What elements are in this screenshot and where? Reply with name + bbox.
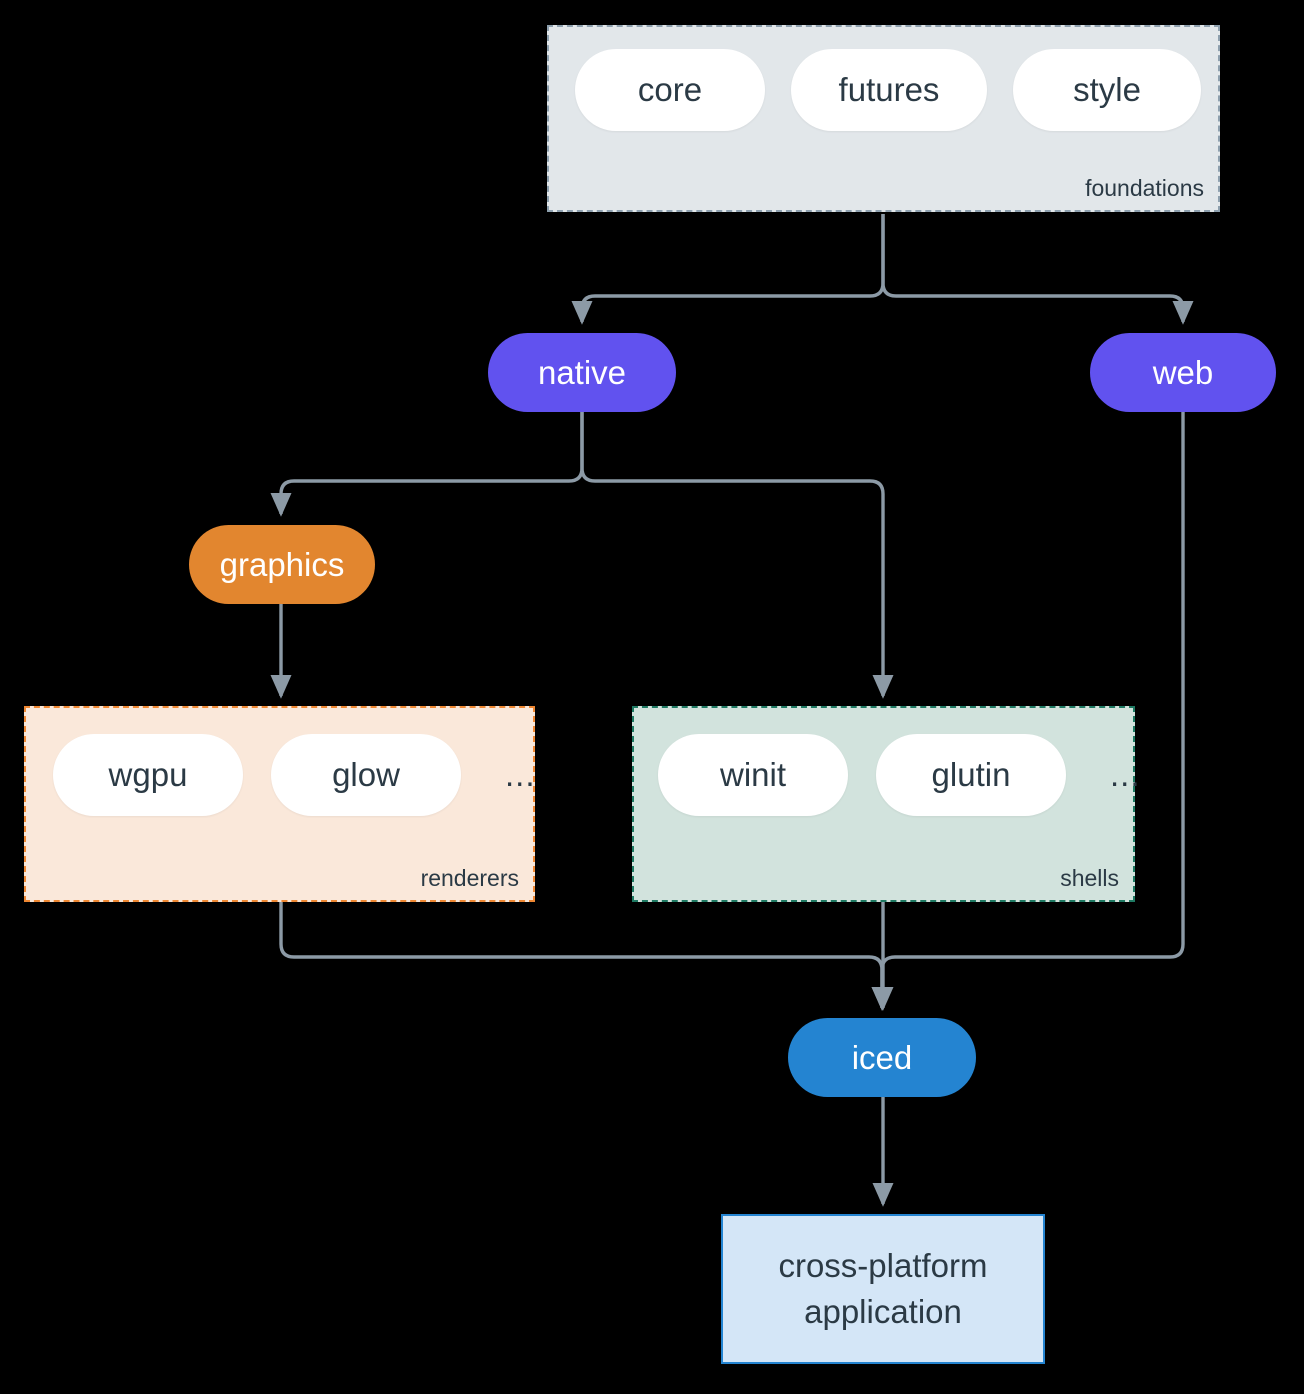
cluster-foundations-items: core futures style bbox=[575, 49, 1201, 131]
edge-foundations-native bbox=[571, 214, 885, 325]
node-iced[interactable]: iced bbox=[788, 1018, 976, 1097]
node-glow[interactable]: glow bbox=[271, 734, 461, 816]
node-web[interactable]: web bbox=[1090, 333, 1276, 412]
cluster-renderers-items: wgpu glow ... bbox=[53, 734, 536, 816]
cluster-shells: winit glutin ... shells bbox=[632, 706, 1140, 902]
cluster-foundations: core futures style foundations bbox=[547, 25, 1220, 212]
node-cross-platform-application[interactable]: cross-platform application bbox=[721, 1214, 1045, 1364]
node-native[interactable]: native bbox=[488, 333, 676, 412]
node-wgpu[interactable]: wgpu bbox=[53, 734, 243, 816]
edge-native-shells bbox=[580, 412, 894, 699]
application-line-1: cross-platform bbox=[778, 1247, 988, 1285]
node-graphics[interactable]: graphics bbox=[189, 525, 375, 604]
node-glutin[interactable]: glutin bbox=[876, 734, 1066, 816]
renderers-ellipsis: ... bbox=[505, 756, 536, 793]
edge-native-graphics bbox=[270, 412, 584, 517]
node-futures[interactable]: futures bbox=[791, 49, 987, 131]
cluster-shells-items: winit glutin ... bbox=[658, 734, 1141, 816]
application-line-2: application bbox=[804, 1293, 962, 1330]
cluster-renderers: wgpu glow ... renderers bbox=[24, 706, 535, 902]
cluster-foundations-label: foundations bbox=[1085, 175, 1204, 201]
node-style[interactable]: style bbox=[1013, 49, 1201, 131]
edge-renderers-iced bbox=[279, 902, 893, 1011]
shells-ellipsis: ... bbox=[1110, 756, 1141, 793]
cluster-shells-label: shells bbox=[1060, 865, 1119, 891]
cluster-renderers-label: renderers bbox=[420, 865, 519, 891]
node-core[interactable]: core bbox=[575, 49, 765, 131]
node-winit[interactable]: winit bbox=[658, 734, 848, 816]
edge-foundations-web bbox=[881, 214, 1194, 325]
